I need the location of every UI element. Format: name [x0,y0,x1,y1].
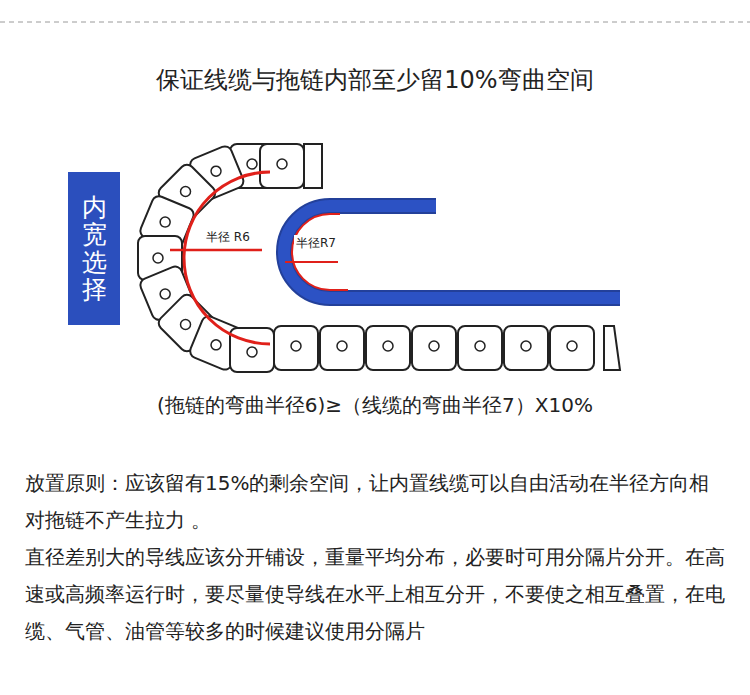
chain-radius-arc [184,172,270,344]
paragraph: 直径差别大的导线应该分开铺设，重量平均分布，必要时可用分隔片分开。在高速或高频率… [25,539,725,650]
title: 保证线缆与拖链内部至少留10%弯曲空间 [0,64,750,96]
chain-link [274,326,318,370]
chain-link [412,326,456,370]
radius-label: 半径 R6 [204,229,252,246]
cable-radius-line [285,261,338,263]
chain-link [366,326,410,370]
chain-link [550,326,594,370]
chain-end [604,326,620,370]
paragraph: 放置原则：应该留有15%的剩余空间，让内置线缆可以自由活动在半径方向相对拖链不产… [25,465,725,539]
chain-link [504,326,548,370]
chain-radius-line [170,249,262,252]
label-box: 内宽选择 [68,172,120,325]
chain-link [230,328,274,372]
dashed-rule [0,22,750,23]
chain-end [304,144,322,188]
chain-link [260,144,304,188]
radius-label: 半径R7 [294,235,338,252]
cable [284,206,620,298]
chain-links [138,144,620,372]
box-text: 内宽选择 [82,194,107,304]
chain-link [320,326,364,370]
formula: (拖链的弯曲半径6)≥（线缆的弯曲半径7）X10% [0,392,750,419]
cable-radius-arc [292,214,348,290]
chain-link [458,326,502,370]
cable-outline [284,206,620,298]
